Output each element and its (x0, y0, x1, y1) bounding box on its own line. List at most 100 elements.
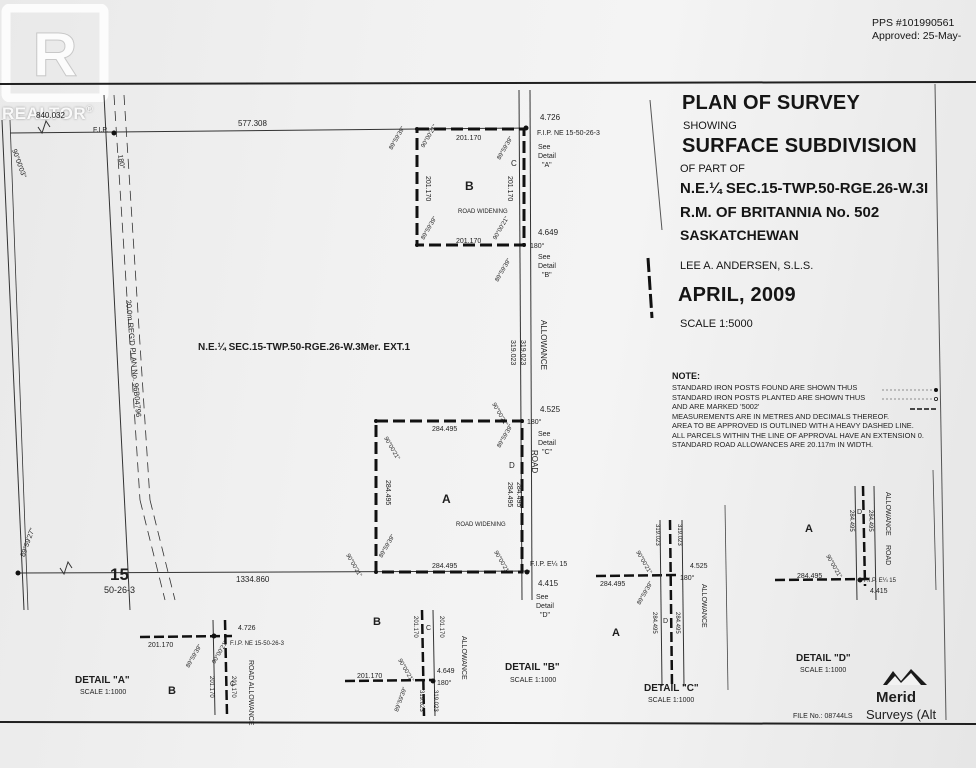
detail-a-post (211, 633, 217, 639)
parcel-b-180: 180° (530, 242, 545, 250)
see-detail-d-3: "D" (540, 612, 551, 619)
road-plan-label: 20.0m REG'D PLAN No. 96B04796 (124, 299, 143, 417)
detail-a-road-label: ROAD ALLOWANCE (247, 660, 254, 726)
detail-b-title: DETAIL "B" (505, 662, 560, 673)
see-detail-a-1: See (538, 144, 551, 151)
detail-a-line (139, 634, 233, 639)
detail-a-fip: F.I.P. NE 15-50-26-3 (230, 641, 285, 647)
svg-text:R: R (33, 21, 78, 90)
north-dist-right: 577.308 (238, 119, 267, 128)
detail-d-post (857, 577, 863, 583)
detail-b-road (432, 609, 436, 717)
see-detail-c-1: See (538, 431, 551, 438)
detail-d-vline (861, 485, 867, 587)
detail-d-allow-label: ALLOWANCE (884, 492, 891, 536)
title-deco-line (649, 99, 663, 231)
note-item: STANDARD ROAD ALLOWANCES ARE 20.117m IN … (672, 440, 874, 449)
detail-b-scale: SCALE 1:1000 (510, 677, 556, 684)
road-plan-line-east (123, 94, 151, 501)
road-plan-line-mid (113, 94, 141, 501)
title-plan-of-survey: PLAN OF SURVEY (682, 92, 861, 114)
detail-a-d1: 201.170 (208, 676, 214, 698)
road-angle-a: 90°00'21" (490, 402, 508, 427)
parcel-a-angle-nw: 90°00'21" (382, 436, 400, 461)
note-symbols (882, 388, 939, 410)
see-detail-c-3: "C" (542, 449, 553, 456)
detail-d-p2: 284.495 (867, 510, 873, 532)
road-dist-right: 319.023 (519, 340, 526, 365)
parcel-b-top-dist: 201.170 (456, 135, 481, 142)
detail-d-angle: 90°00'21" (824, 554, 842, 579)
detail-b-d1: 201.170 (412, 616, 418, 638)
detail-a-angle: 89°59'39" (186, 644, 204, 669)
parcel-b-c-marker: C (511, 159, 517, 168)
detail-c-dim: 4.525 (690, 563, 708, 570)
parcel-a-dim-top: 4.525 (540, 405, 561, 414)
detail-d-fip: F.I.P. E¼ 15 (864, 578, 897, 584)
see-detail-b-3: "B" (542, 272, 552, 279)
detail-c-scale: SCALE 1:1000 (648, 697, 694, 704)
detail-c-d: D (663, 618, 668, 625)
title-of-part-of: OF PART OF (680, 163, 745, 175)
notes-list: STANDARD IRON POSTS FOUND ARE SHOWN THUS… (672, 383, 942, 450)
fip-e-label: F.I.P. E¼ 15 (530, 561, 567, 568)
iron-post-planted (374, 570, 378, 574)
iron-post-found-symbol (934, 388, 938, 392)
bottom-border (0, 721, 976, 725)
detail-c-r2: 319.023 (676, 524, 682, 546)
parcel-b-angle-sw: 89°59'39" (421, 216, 439, 241)
detail-c-title: DETAIL "C" (644, 683, 699, 694)
detail-b-dim: 4.649 (437, 668, 455, 675)
detail-a-title: DETAIL "A" (75, 675, 130, 686)
parcel-a-east-dist-2: 284.495 (515, 482, 522, 507)
detail-c-180: 180° (680, 574, 695, 582)
detail-b-line (344, 678, 433, 683)
title-showing: SHOWING (683, 120, 737, 132)
iron-post-planted (520, 419, 524, 423)
detail-d: A 284.495 F.I.P. E¼ 15 4.415 90°00'21" D… (774, 469, 937, 674)
road-plan-180: 180° (116, 154, 126, 170)
title-legal-location: N.E.¼ SEC.15-TWP.50-RGE.26-W.3I (680, 180, 929, 197)
detail-c-road-label: ALLOWANCE (700, 584, 707, 628)
see-detail-d-1: See (536, 594, 549, 601)
detail-b-road-d1: 319.023 (418, 690, 424, 712)
iron-post-found (111, 130, 117, 136)
detail-d-p1: 284.495 (848, 510, 854, 532)
parcel-a-top-dist: 284.495 (432, 426, 457, 433)
south-break-symbol (59, 560, 73, 576)
west-line-1 (1, 119, 25, 611)
detail-b-post (430, 678, 436, 684)
title-surveyor: LEE A. ANDERSEN, S.L.S. (680, 260, 814, 272)
detail-c-angle2: 90°00'21" (634, 550, 652, 575)
detail-d-road-label: ROAD (884, 545, 891, 565)
company-name: Merid (876, 689, 916, 706)
detail-c-vline (668, 519, 674, 687)
road-plan-line-west (103, 94, 131, 611)
detail-d-road-1 (854, 485, 858, 601)
see-detail-a-3: "A" (542, 162, 552, 169)
detail-d-road-2 (873, 485, 877, 601)
section-number: 15 (110, 565, 129, 584)
detail-a-d2: 201.170 (230, 676, 236, 698)
road-label: ROAD (530, 450, 539, 473)
north-section-line (9, 127, 529, 134)
parcel-b-dim-top: 4.726 (540, 113, 561, 122)
note-item: AREA TO BE APPROVED IS OUTLINED WITH A H… (672, 421, 914, 430)
see-detail-c-2: Detail (538, 440, 556, 447)
merid-logo-icon (883, 669, 927, 685)
detail-b-180: 180° (437, 679, 452, 687)
note-item: STANDARD IRON POSTS FOUND ARE SHOWN THUS (672, 383, 858, 392)
detail-d-east-line (932, 469, 937, 591)
detail-a: 201.170 4.726 F.I.P. NE 15-50-26-3 89°59… (75, 619, 285, 726)
note-heading: NOTE: (672, 371, 700, 381)
iron-post-planted (374, 419, 378, 423)
pps-number: PPS #101990561 (872, 17, 955, 29)
parcel-b-letter: B (465, 179, 474, 193)
parcel-b-angle-se: 90°00'21" (493, 216, 511, 241)
detail-b: B 201.170 4.649 180° 89°59'39" 90°00'21"… (344, 609, 560, 717)
note-item: ALL PARCELS WITHIN THE LINE OF APPROVAL … (672, 430, 924, 440)
parcel-b-angle-ne: 89°59'39" (497, 136, 515, 161)
south-distance: 1334.860 (236, 575, 270, 584)
road-allowance-label: ALLOWANCE (539, 320, 548, 370)
parcel-a-west-dist: 284.495 (384, 480, 391, 505)
